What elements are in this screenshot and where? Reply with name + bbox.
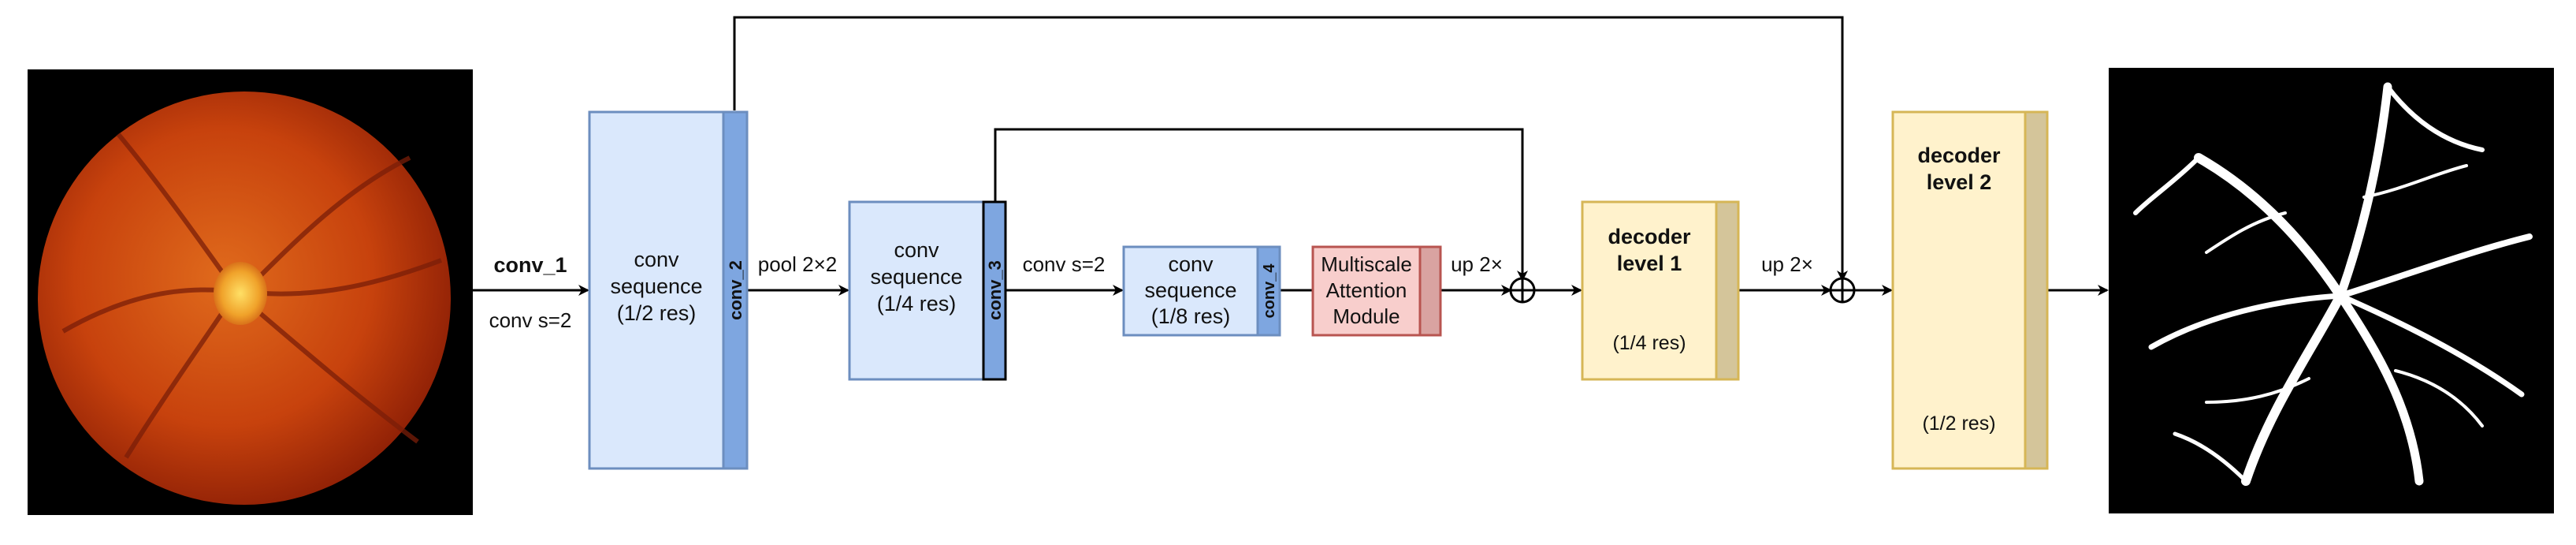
- seq1-line3: (1/2 res): [617, 301, 697, 325]
- attention-line3: Module: [1333, 304, 1400, 328]
- seq3-line2: sequence: [1144, 278, 1236, 302]
- seq3-side-label: conv_4: [1261, 263, 1278, 319]
- decoder2-res: (1/2 res): [1922, 412, 1995, 435]
- seq1-line2: sequence: [610, 274, 702, 298]
- upsample-label-2: up 2×: [1761, 252, 1813, 276]
- upsample-label-1: up 2×: [1451, 252, 1503, 276]
- decoder1-res: (1/4 res): [1612, 332, 1686, 354]
- seq2-line2: sequence: [870, 265, 962, 289]
- conv-sequence-block-1: conv sequence (1/2 res) conv_2: [588, 110, 749, 470]
- seq2-line3: (1/4 res): [877, 292, 957, 315]
- decoder-level-2-block: decoder level 2 (1/2 res): [1891, 110, 2049, 470]
- pool-label: pool 2×2: [758, 252, 837, 276]
- attention-line1: Multiscale: [1321, 252, 1412, 276]
- conv-sequence-block-2: conv sequence (1/4 res) conv_3: [848, 200, 1007, 381]
- seq3-line3: (1/8 res): [1151, 304, 1231, 328]
- output-vessel-map: [2109, 68, 2554, 513]
- seq2-side-label: conv_3: [985, 260, 1005, 320]
- sum-node-1: [1509, 277, 1536, 304]
- attention-module-block: Multiscale Attention Module: [1311, 245, 1442, 337]
- attention-line2: Attention: [1326, 278, 1407, 302]
- seq1-side-label: conv_2: [726, 260, 745, 320]
- decoder1-line2: level 1: [1617, 252, 1682, 275]
- decoder1-line1: decoder: [1608, 225, 1691, 248]
- decoder2-line1: decoder: [1917, 144, 2001, 167]
- seq1-line1: conv: [634, 248, 679, 271]
- conv1-label: conv_1: [493, 253, 567, 277]
- seq2-line1: conv: [894, 238, 939, 262]
- decoder-level-1-block: decoder level 1 (1/4 res): [1581, 200, 1740, 381]
- skip-connection-short: [994, 128, 1528, 282]
- seq3-line1: conv: [1168, 252, 1214, 276]
- conv1-stride-label: conv s=2: [489, 308, 572, 332]
- conv-sequence-block-3: conv sequence (1/8 res) conv_4: [1122, 245, 1281, 337]
- skip-connection-long: [733, 16, 1848, 282]
- sum-node-2: [1829, 277, 1856, 304]
- decoder2-line2: level 2: [1927, 170, 1992, 194]
- conv-stride-label: conv s=2: [1023, 252, 1106, 276]
- input-fundus-image: [28, 69, 473, 515]
